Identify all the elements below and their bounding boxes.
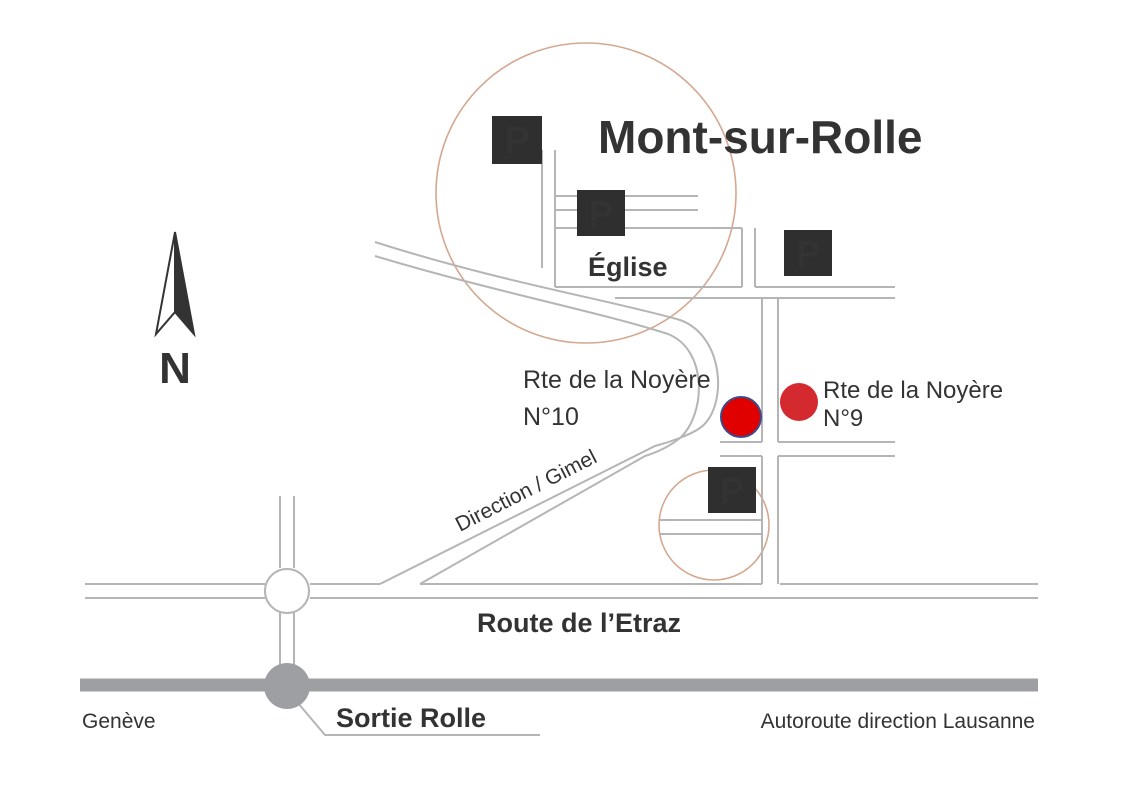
parking-sign-bg <box>784 230 832 276</box>
highway-exit-node <box>264 663 310 709</box>
road-network <box>85 150 1038 736</box>
gimel-road-edge <box>374 241 719 585</box>
parking-sign-bg <box>577 190 625 236</box>
gimel-road-edge <box>374 255 700 585</box>
map-title: Mont-sur-Rolle <box>598 111 923 163</box>
parking-sign-letter: P <box>796 233 820 274</box>
north-arrow-icon <box>154 231 196 338</box>
parking-sign: P <box>492 116 542 164</box>
main-road-label: Route de l’Etraz <box>477 608 681 638</box>
church-label: Église <box>588 251 668 282</box>
highway-direction-label: Autoroute direction Lausanne <box>761 710 1035 733</box>
location-no10-line1: Rte de la Noyère <box>523 366 711 394</box>
west-city-label: Genève <box>82 710 156 733</box>
location-no9-line1: Rte de la Noyère <box>823 377 1003 404</box>
location-no9-line2: N°9 <box>823 405 863 432</box>
parking-sign-bg <box>492 116 542 164</box>
parking-sign-letter: P <box>504 120 529 162</box>
roundabout <box>264 568 310 614</box>
parking-sign: P <box>708 467 756 513</box>
location-no10-marker[interactable] <box>720 396 762 438</box>
location-no9-marker[interactable] <box>780 383 818 421</box>
location-no10-line2: N°10 <box>523 403 579 431</box>
parking-sign: P <box>784 230 832 276</box>
village-zone-circle <box>435 42 737 344</box>
parking-sign-letter: P <box>720 470 744 511</box>
exit-label: Sortie Rolle <box>336 703 486 733</box>
parking-sign-letter: P <box>589 193 613 234</box>
parking-sign-bg <box>708 467 756 513</box>
parking-sign: P <box>577 190 625 236</box>
north-label: N <box>159 344 191 393</box>
